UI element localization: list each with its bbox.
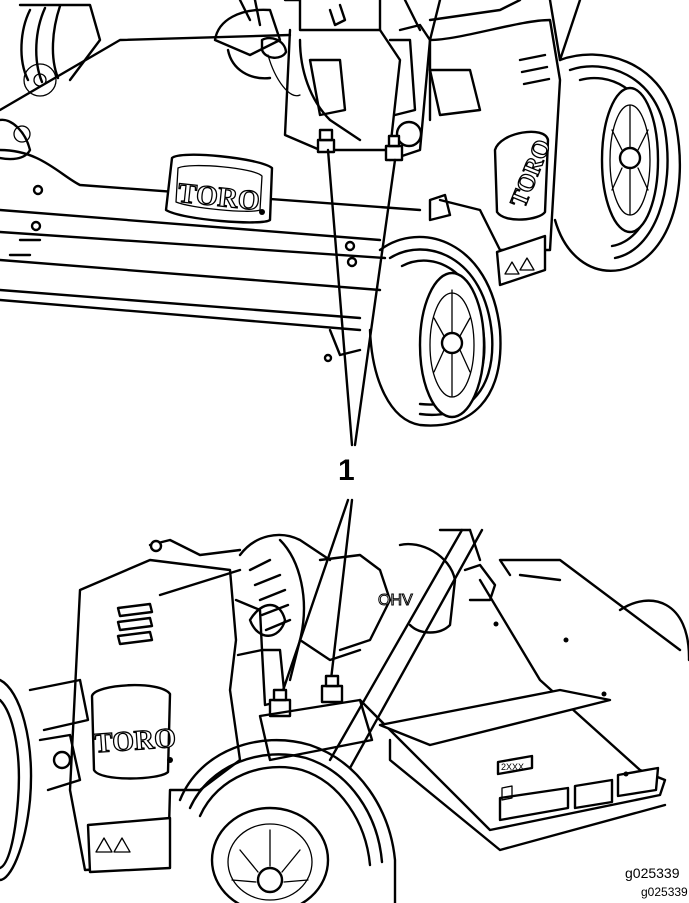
bottom-engine: OHV (148, 528, 497, 707)
top-view: TORO (0, 0, 682, 427)
bottom-side-cover: TORO (68, 558, 264, 874)
callout-leaders (276, 148, 397, 707)
bottom-view: 2XXX OHV (0, 528, 689, 903)
bottom-front-wheel (178, 738, 397, 903)
bottom-mount-bolt-left (268, 688, 292, 718)
bottom-brand-text: TORO (93, 723, 177, 760)
top-front-right-wheel (368, 235, 502, 427)
bottom-mount-bolt-right (320, 674, 344, 704)
callout-number: 1 (338, 454, 355, 487)
top-mount-bolt-left (316, 128, 336, 154)
top-mount-bolt-right (384, 134, 404, 162)
top-side-cover: TORO (428, 0, 582, 287)
bottom-left-wheel (0, 678, 90, 882)
bottom-model-plate: 2XXX (501, 762, 524, 772)
bottom-handle (328, 528, 484, 770)
top-toro-emblem: TORO (164, 153, 274, 224)
bottom-mount-plate (258, 698, 374, 762)
bottom-engine-marking: OHV (378, 592, 413, 609)
figure-id-secondary: g025339 (641, 885, 688, 899)
top-deck (0, 33, 422, 363)
top-left-wheel (18, 3, 102, 97)
top-engine (213, 0, 522, 162)
top-rear-right-wheel (553, 53, 682, 272)
bottom-deck: 2XXX (358, 558, 689, 852)
figure-id: g025339 (625, 865, 680, 881)
